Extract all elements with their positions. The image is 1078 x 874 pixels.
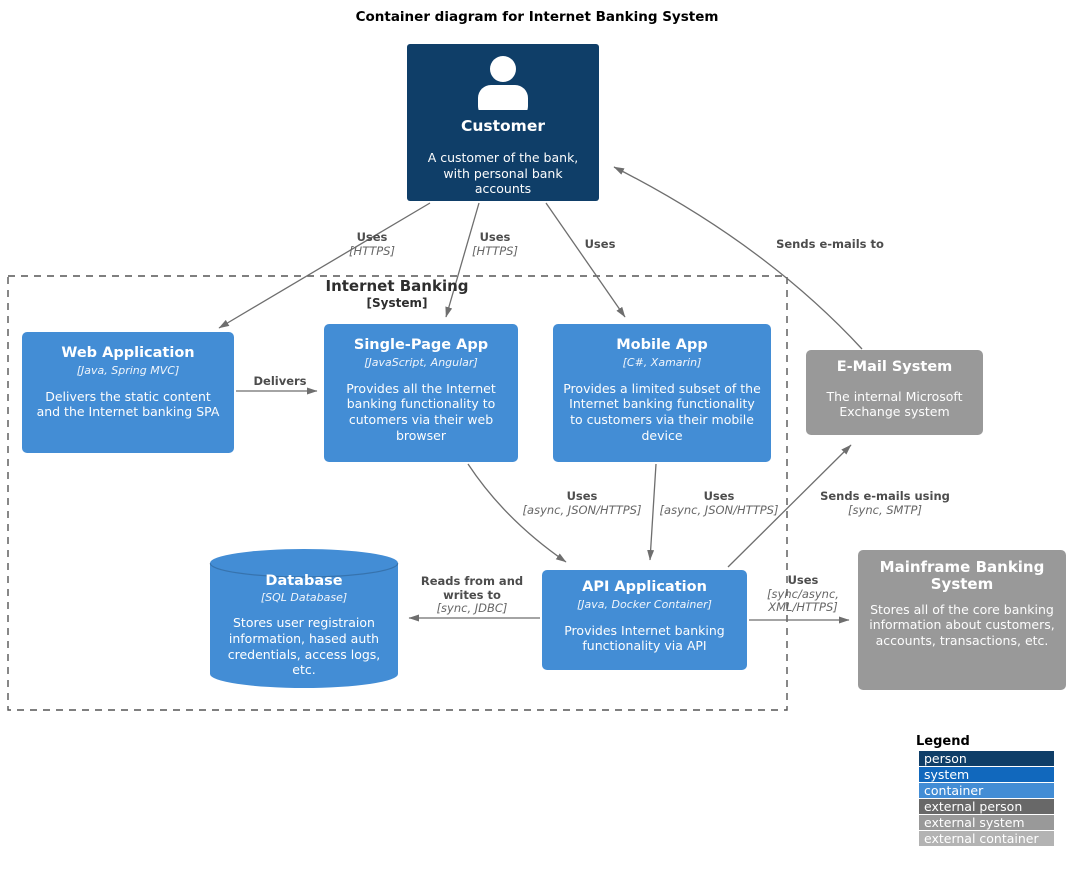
node-title: Single-Page App (353, 337, 489, 353)
node-description: The internal Microsoft Exchange system (826, 388, 963, 420)
edge-technology: [sync, SMTP] (848, 502, 922, 517)
edge-label-api-database: Reads from and writes to [sync, JDBC] (420, 574, 524, 616)
edge-label-email-customer: Sends e-mails to (776, 237, 884, 252)
edge-action: Uses (356, 230, 388, 244)
node-web-application: Web Application [Java, Spring MVC] Deliv… (22, 332, 234, 453)
edge-technology: [async, JSON/HTTPS] (522, 502, 642, 517)
node-title: Mobile App (616, 337, 708, 353)
node-description: A customer of the bank, with personal ba… (427, 149, 579, 197)
node-technology: [Java, Spring MVC] (76, 363, 180, 377)
node-title: E-Mail System (836, 359, 953, 375)
boundary-name: Internet Banking (325, 277, 469, 295)
legend-item-container: container (919, 783, 1054, 798)
edge-label-api-email: Sends e-mails using [sync, SMTP] (820, 489, 950, 517)
edge-label-customer-web: Uses [HTTPS] (349, 230, 395, 258)
legend-title: Legend (916, 734, 970, 749)
legend-item-system: system (919, 767, 1054, 782)
edge-customer-to-mobile (545, 202, 626, 318)
node-description: Stores all of the core banking informati… (869, 601, 1055, 649)
node-technology: [C#, Xamarin] (622, 355, 702, 369)
edge-technology: [HTTPS] (349, 243, 395, 258)
node-single-page-app: Single-Page App [JavaScript, Angular] Pr… (324, 324, 518, 462)
edge-action: Sends e-mails to (776, 237, 884, 251)
person-icon (478, 56, 528, 110)
edge-technology: [sync/async, XML/HTTPS] (767, 586, 839, 615)
node-database: Database [SQL Database] Stores user regi… (208, 547, 400, 690)
node-title: Mainframe Banking System (879, 558, 1045, 594)
edge-technology: [sync, JDBC] (436, 601, 508, 616)
diagram-title: Container diagram for Internet Banking S… (355, 9, 719, 25)
edge-action: Uses (584, 237, 616, 251)
node-description: Provides a limited subset of the Interne… (563, 380, 761, 443)
legend-item-external-container: external container (919, 831, 1054, 846)
node-description: Stores user registraion information, has… (227, 615, 381, 678)
node-description: Provides all the Internet banking functi… (346, 380, 496, 443)
edge-label-customer-mobile: Uses (584, 237, 616, 252)
edge-action: Uses (566, 489, 598, 503)
node-email-system: E-Mail System The internal Microsoft Exc… (806, 350, 983, 435)
database-cylinder-icon (209, 549, 399, 688)
edge-technology: [async, JSON/HTTPS] (659, 502, 779, 517)
edge-action: Uses (703, 489, 735, 503)
node-technology: [SQL Database] (260, 591, 348, 604)
edge-label-web-spa: Delivers (253, 374, 307, 389)
boundary-label: Internet Banking [System] (325, 277, 468, 310)
legend-item-external-system: external system (919, 815, 1054, 830)
node-title: Database (265, 573, 343, 589)
node-title: API Application (582, 579, 707, 595)
node-mobile-app: Mobile App [C#, Xamarin] Provides a limi… (553, 324, 771, 462)
edge-action: Uses (787, 573, 819, 587)
node-technology: [JavaScript, Angular] (364, 355, 478, 369)
edge-label-customer-spa: Uses [HTTPS] (472, 230, 518, 258)
node-title: Web Application (61, 345, 195, 361)
legend-item-person: person (919, 751, 1054, 766)
edge-label-mobile-api: Uses [async, JSON/HTTPS] (659, 489, 779, 517)
edge-technology: [HTTPS] (472, 243, 518, 258)
legend-item-external-person: external person (919, 799, 1054, 814)
edge-email-to-customer (613, 166, 863, 350)
node-title: Customer (460, 117, 545, 135)
edge-action: Reads from and writes to (420, 574, 524, 602)
node-customer: Customer A customer of the bank, with pe… (407, 44, 599, 201)
node-mainframe-banking-system: Mainframe Banking System Stores all of t… (858, 550, 1066, 690)
edge-action: Uses (479, 230, 511, 244)
edge-action: Sends e-mails using (820, 489, 950, 503)
node-technology: [Java, Docker Container] (577, 597, 712, 611)
node-api-application: API Application [Java, Docker Container]… (542, 570, 747, 670)
edge-action: Delivers (253, 374, 307, 388)
legend: person system container external person … (919, 751, 1054, 847)
boundary-type: [System] (366, 296, 428, 310)
edge-mobile-to-api (647, 463, 657, 561)
node-description: Provides Internet banking functionality … (564, 622, 725, 654)
node-description: Delivers the static content and the Inte… (36, 388, 220, 420)
edge-label-api-mainframe: Uses [sync/async, XML/HTTPS] (759, 573, 847, 615)
edge-label-spa-api: Uses [async, JSON/HTTPS] (522, 489, 642, 517)
